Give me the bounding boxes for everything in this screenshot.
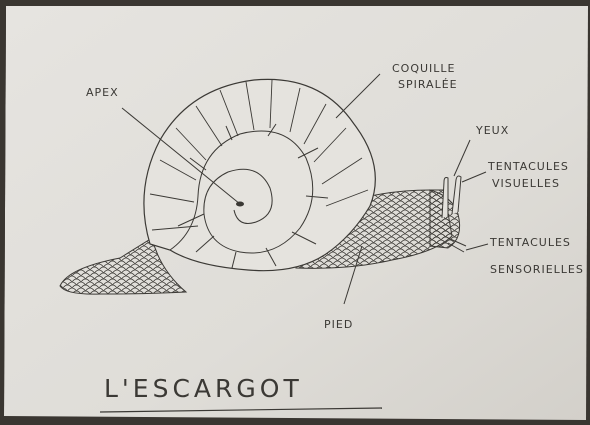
label-pied: PIED — [324, 318, 353, 331]
label-tentacules-sensorielles-line1: TENTACULES — [490, 236, 571, 249]
label-tentacules-visuelles-line2: VISUELLES — [492, 177, 560, 190]
diagram-title: L'ESCARGOT — [104, 374, 303, 403]
label-tentacules-sensorielles-line2: SENSORIELLES — [490, 263, 584, 276]
label-tentacules-visuelles-line1: TENTACULES — [488, 160, 569, 173]
label-apex: APEX — [86, 86, 119, 99]
label-coquille-line1: COQUILLE — [392, 62, 456, 75]
label-coquille-line2: SPIRALÉE — [398, 78, 458, 91]
label-yeux: YEUX — [476, 124, 509, 137]
